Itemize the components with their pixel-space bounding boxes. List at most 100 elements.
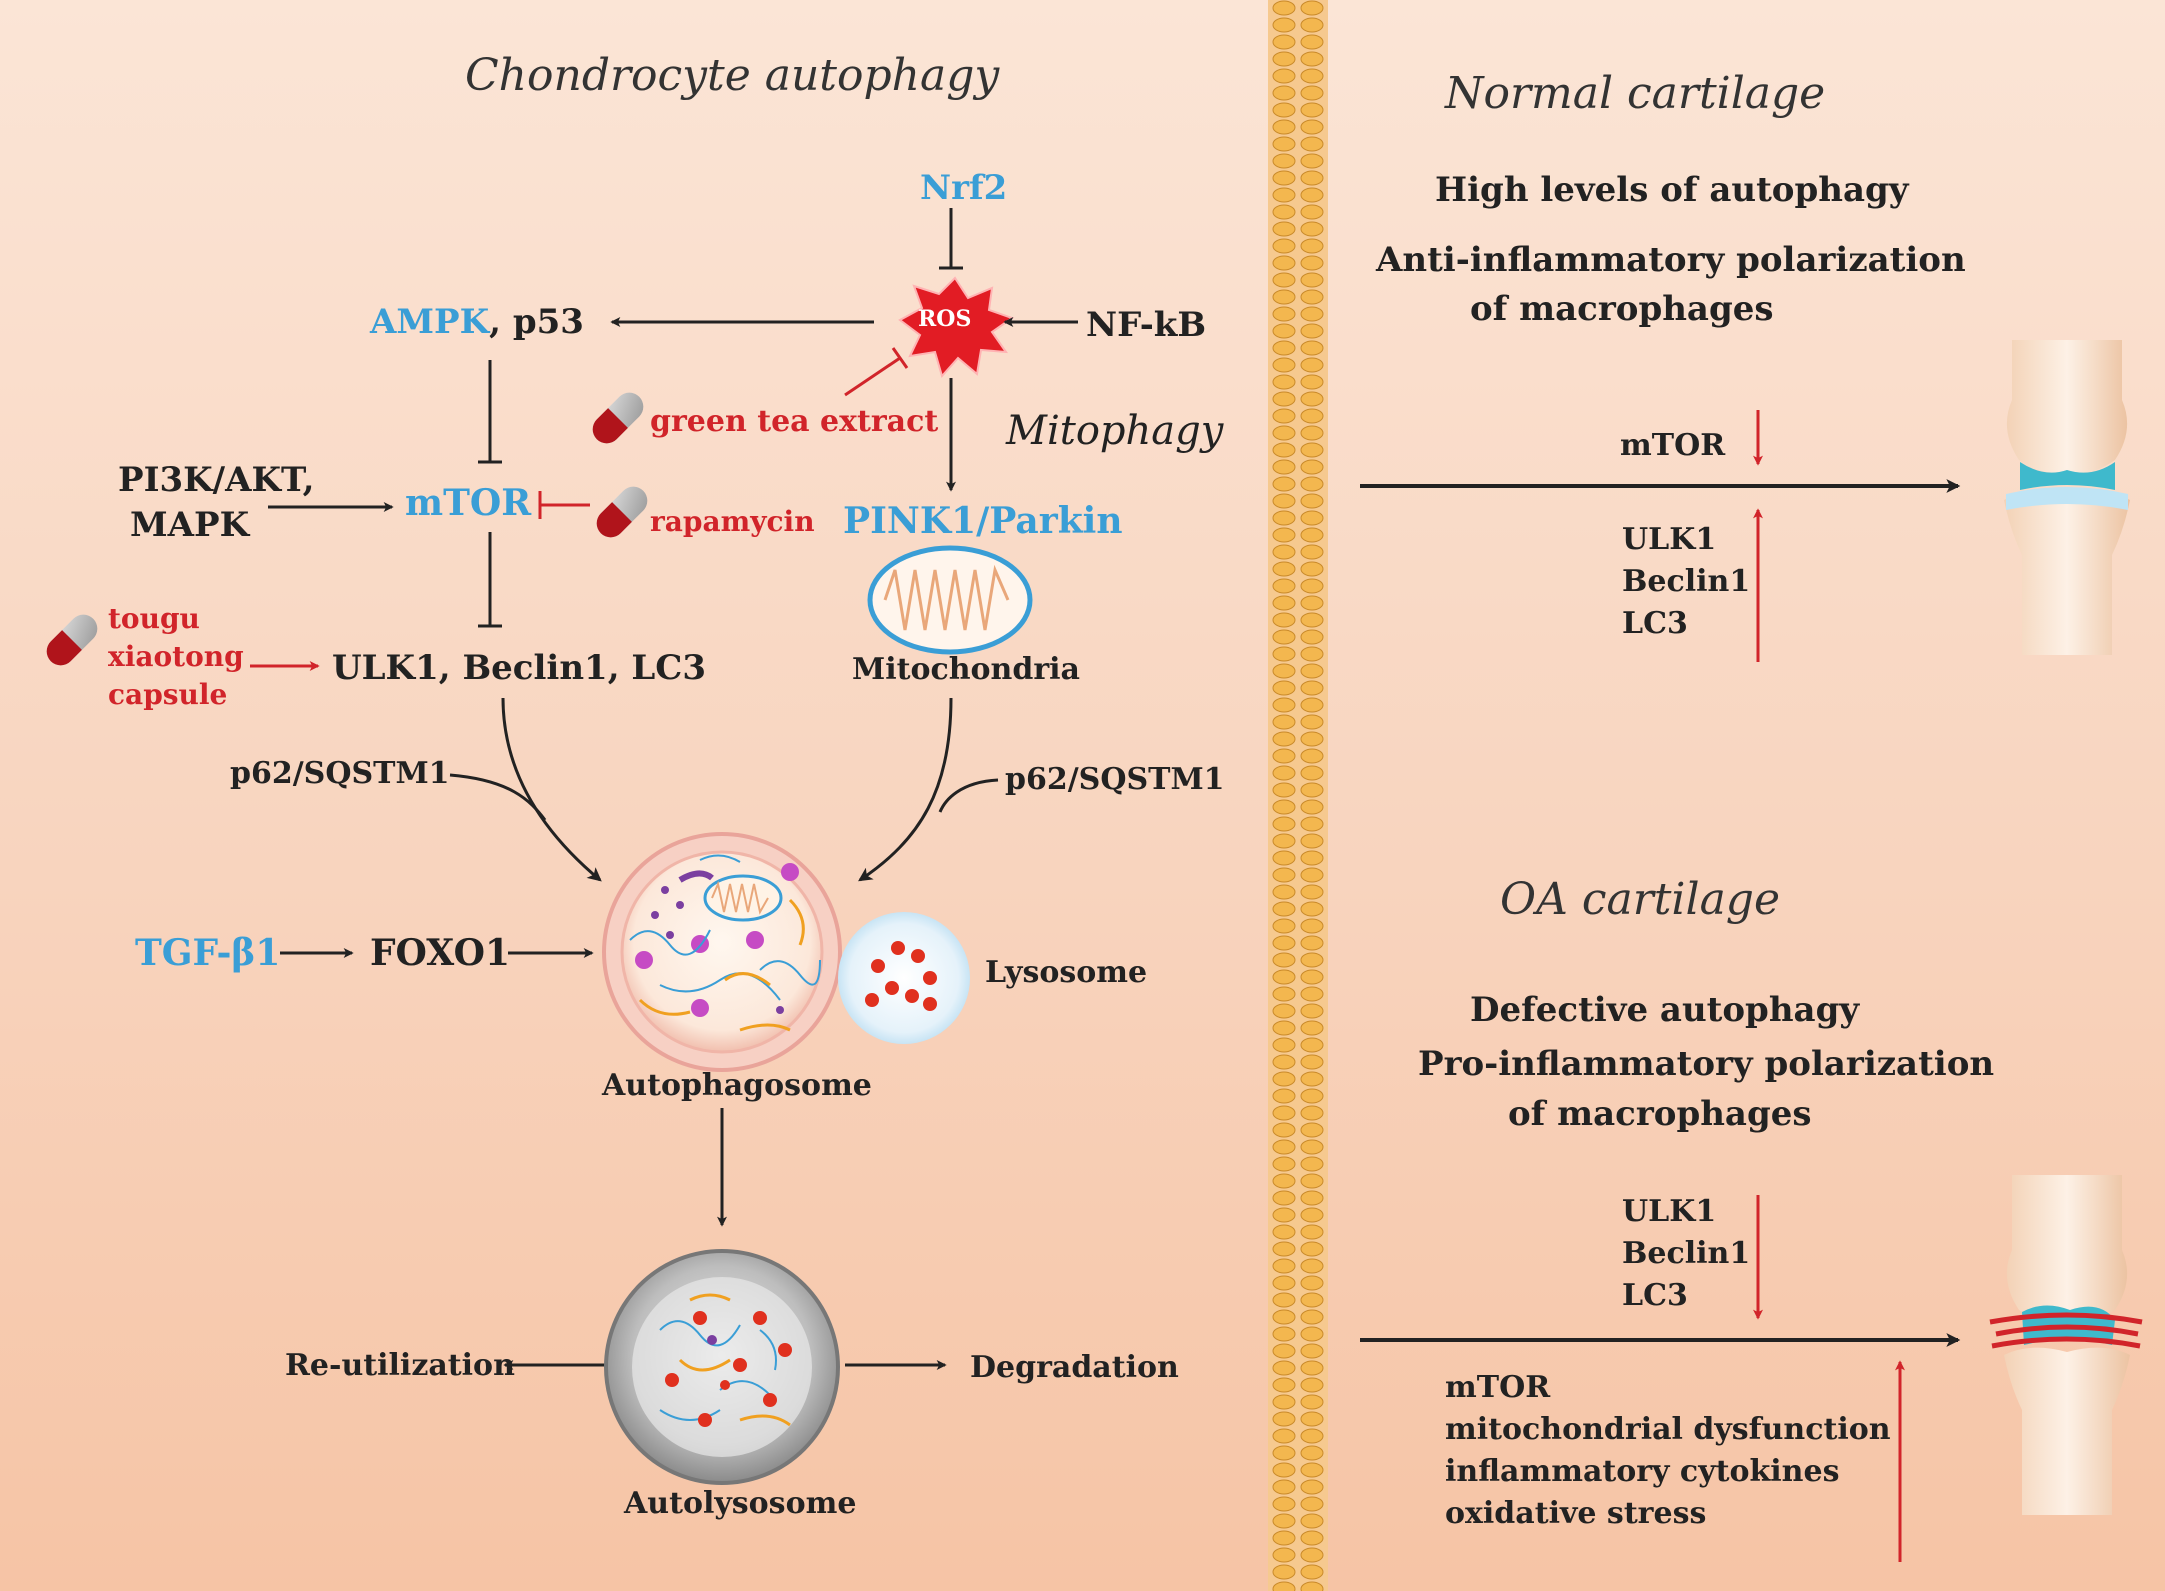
label-lysosome: Lysosome [985, 955, 1148, 990]
membrane-bead [1300, 68, 1324, 84]
label-reutilization: Re-utilization [285, 1348, 515, 1383]
lysosome-icon [838, 912, 970, 1044]
membrane-bead [1300, 867, 1324, 883]
membrane-bead [1272, 833, 1296, 849]
oa-title: OA cartilage [1500, 874, 1781, 925]
membrane-bead [1300, 850, 1324, 866]
membrane-bead [1272, 901, 1296, 917]
membrane-bead [1300, 170, 1324, 186]
label-pi3k: PI3K/AKT, [118, 460, 315, 500]
membrane-bead [1300, 1428, 1324, 1444]
membrane-bead [1272, 1207, 1296, 1223]
membrane-bead [1300, 578, 1324, 594]
membrane-bead [1272, 714, 1296, 730]
membrane-bead [1300, 1445, 1324, 1461]
membrane-bead [1300, 187, 1324, 203]
membrane-bead [1300, 1547, 1324, 1563]
membrane-bead [1300, 1003, 1324, 1019]
membrane-bead [1300, 1207, 1324, 1223]
membrane-bead [1300, 1411, 1324, 1427]
oa-down-ulk1: ULK1 [1622, 1194, 1717, 1229]
membrane-bead [1300, 17, 1324, 33]
label-degradation: Degradation [970, 1350, 1179, 1385]
membrane-bead [1272, 0, 1296, 16]
oa-up-mtor: mTOR [1445, 1370, 1551, 1405]
membrane-bead [1300, 799, 1324, 815]
membrane-bead [1300, 289, 1324, 305]
membrane-bead [1300, 204, 1324, 220]
membrane-bead [1300, 51, 1324, 67]
membrane-bead [1272, 561, 1296, 577]
membrane-bead [1300, 272, 1324, 288]
membrane-bead [1300, 1326, 1324, 1342]
label-autophagosome: Autophagosome [602, 1068, 872, 1103]
membrane-bead [1300, 952, 1324, 968]
left-title: Chondrocyte autophagy [465, 50, 1000, 101]
membrane-bead [1272, 595, 1296, 611]
label-p62-right: p62/SQSTM1 [1005, 762, 1225, 797]
inhibit-green-tea-ros [844, 356, 901, 397]
mitochondria-icon [867, 545, 1033, 655]
membrane-bead [1300, 1156, 1324, 1172]
membrane-bead [1272, 952, 1296, 968]
membrane-bead [1272, 646, 1296, 662]
membrane-bead [1300, 1309, 1324, 1325]
membrane-bead [1272, 340, 1296, 356]
membrane-bead [1300, 1275, 1324, 1291]
membrane-bead [1272, 1122, 1296, 1138]
membrane-bead [1272, 748, 1296, 764]
membrane-bead [1300, 1020, 1324, 1036]
membrane-bead [1272, 85, 1296, 101]
membrane-bead [1300, 646, 1324, 662]
membrane-bead [1300, 1241, 1324, 1257]
label-ampk: AMPK [370, 302, 490, 342]
membrane-bead [1272, 170, 1296, 186]
label-nrf2: Nrf2 [920, 168, 1008, 208]
membrane-bead [1272, 969, 1296, 985]
drug-inhibitors [250, 347, 909, 671]
membrane-bead [1300, 901, 1324, 917]
membrane-bead [1272, 272, 1296, 288]
membrane-bead [1272, 1020, 1296, 1036]
membrane-bead [1300, 714, 1324, 730]
membrane-bead [1300, 816, 1324, 832]
membrane-bead [1272, 374, 1296, 390]
membrane-bead [1300, 119, 1324, 135]
membrane-bead [1272, 884, 1296, 900]
membrane-bead [1272, 1411, 1296, 1427]
membrane-bead [1272, 544, 1296, 560]
membrane-bead [1272, 153, 1296, 169]
autolysosome-icon [604, 1249, 840, 1485]
membrane-bead [1272, 1479, 1296, 1495]
membrane-bead [1272, 1054, 1296, 1070]
oa-up-oxidative-stress: oxidative stress [1445, 1496, 1707, 1531]
membrane-bead [1300, 969, 1324, 985]
membrane-divider [1268, 0, 1328, 1591]
label-tougu: tougu [108, 602, 200, 635]
label-ampk-p53: AMPK, p53 [370, 302, 584, 342]
membrane-bead [1300, 85, 1324, 101]
membrane-bead [1300, 1360, 1324, 1376]
label-p62-left: p62/SQSTM1 [230, 756, 450, 791]
normal-title: Normal cartilage [1445, 68, 1826, 119]
autophagosome-icon [602, 832, 842, 1072]
membrane-bead [1300, 1105, 1324, 1121]
membrane-bead [1272, 1496, 1296, 1512]
membrane-bead [1272, 663, 1296, 679]
membrane-bead [1272, 51, 1296, 67]
membrane-bead [1272, 1530, 1296, 1546]
membrane-bead [1300, 833, 1324, 849]
membrane-bead [1300, 612, 1324, 628]
label-green-tea: green tea extract [650, 404, 939, 439]
label-mtor: mTOR [405, 482, 532, 524]
pill-icon-green-tea [592, 392, 644, 444]
membrane-bead [1272, 1173, 1296, 1189]
membrane-bead [1300, 102, 1324, 118]
membrane-bead [1300, 357, 1324, 373]
membrane-bead [1272, 1224, 1296, 1240]
membrane-bead [1300, 629, 1324, 645]
oa-line3: of macrophages [1508, 1094, 1812, 1134]
membrane-bead [1272, 1139, 1296, 1155]
membrane-bead [1300, 782, 1324, 798]
